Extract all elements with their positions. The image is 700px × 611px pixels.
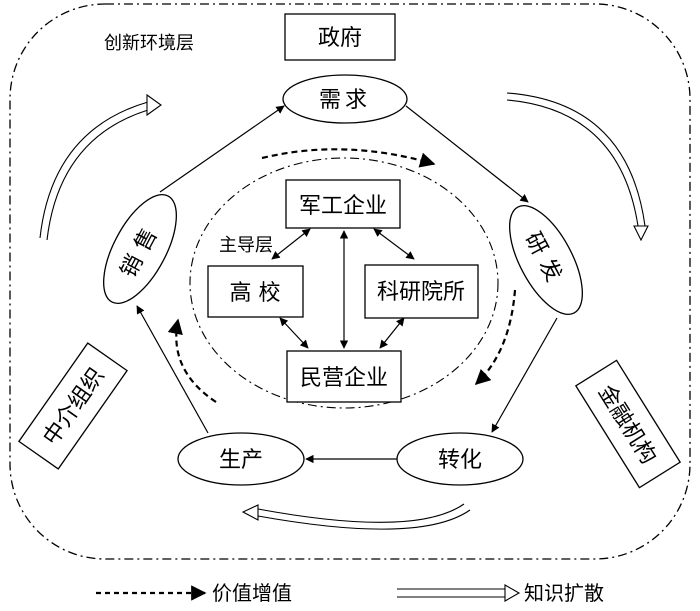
transform-label: 转化 <box>438 448 482 473</box>
legend-knowledge-label: 知识扩散 <box>524 581 604 605</box>
knowledge-arrow-right <box>506 92 649 242</box>
link-institute-private <box>379 317 405 349</box>
knowledge-arrow-bottom <box>241 503 471 530</box>
transform-node <box>396 432 524 486</box>
arrow-rnd-to-transform <box>491 317 558 433</box>
private-enterprise-label: 民营企业 <box>300 366 388 391</box>
private-enterprise-box <box>286 350 402 403</box>
sales-node <box>103 193 177 305</box>
dominant-layer-boundary <box>189 157 499 409</box>
demand-label: 需求 <box>319 88 371 113</box>
production-label: 生产 <box>219 448 263 473</box>
arrow-sales-to-demand <box>159 105 285 193</box>
legend-value-added-label: 价值增值 <box>212 581 292 605</box>
financial-box <box>574 359 682 489</box>
research-institute-box <box>364 264 479 319</box>
innovation-environment-label: 创新环境层 <box>104 33 194 54</box>
university-label: 高 校 <box>230 281 281 306</box>
arrow-demand-to-rnd <box>405 105 529 203</box>
link-university-private <box>279 317 309 349</box>
military-enterprise-box <box>285 179 401 229</box>
dominant-layer-label: 主导层 <box>219 235 273 256</box>
military-enterprise-label: 军工企业 <box>299 194 387 219</box>
value-arrow-top <box>261 148 436 168</box>
knowledge-arrow-left <box>39 93 162 241</box>
legend-hollow-arrow <box>397 584 521 602</box>
value-arrow-right <box>474 289 517 386</box>
intermediary-box <box>18 342 128 470</box>
demand-node <box>282 74 408 124</box>
university-box <box>207 265 304 318</box>
research-institute-label: 科研院所 <box>377 280 465 305</box>
value-arrow-left <box>167 318 217 403</box>
government-box <box>284 13 396 61</box>
link-military-institute <box>373 228 415 260</box>
link-military-university <box>271 228 311 260</box>
government-label: 政府 <box>318 26 362 51</box>
innovation-environment-boundary <box>9 3 691 560</box>
rnd-node <box>509 204 583 316</box>
arrow-production-to-sales <box>136 305 209 434</box>
production-node <box>177 432 305 486</box>
